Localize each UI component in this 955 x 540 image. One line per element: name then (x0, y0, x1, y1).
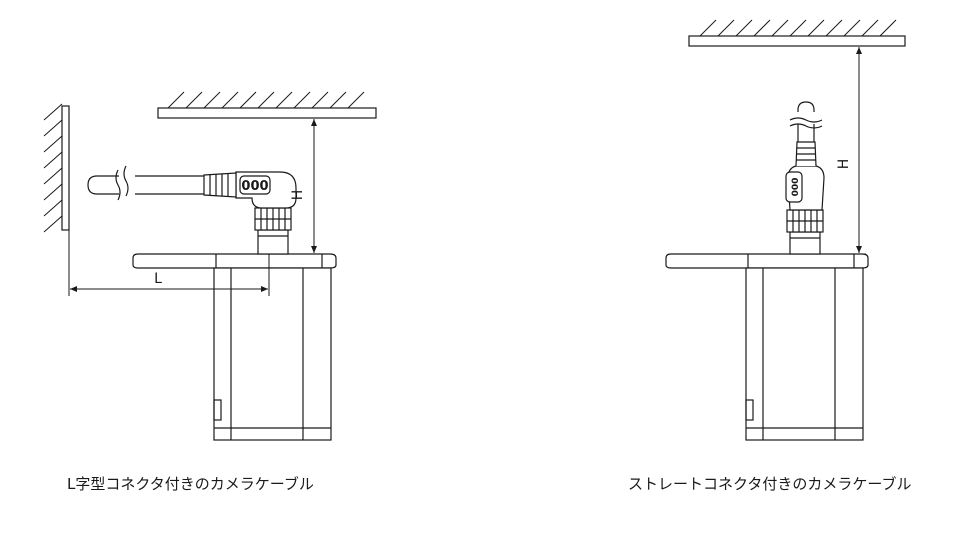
right-camera-body (665, 253, 869, 441)
right-caption: ストレートコネクタ付きのカメラケーブル (628, 475, 912, 493)
left-cable (87, 165, 204, 201)
right-dimension-h-label: H (836, 159, 852, 170)
left-caption: L字型コネクタ付きのカメラケーブル (67, 475, 314, 493)
right-straight-connector: 000 (785, 141, 825, 255)
left-dimension-h-label: H (290, 190, 306, 201)
left-dimension-l (68, 230, 270, 296)
left-wall (43, 103, 70, 233)
left-connector-pins: 000 (241, 179, 268, 194)
right-dimension-h (850, 47, 866, 255)
left-camera-body (132, 253, 337, 441)
left-l-connector: 000 (203, 171, 297, 255)
left-ceiling (157, 91, 377, 119)
right-figure: 000 H (665, 19, 906, 441)
right-connector-pins: 000 (791, 178, 801, 197)
right-ceiling (688, 19, 906, 47)
right-cable (789, 101, 823, 142)
left-dimension-l-label: L (154, 271, 162, 287)
left-figure: 000 H L (43, 91, 377, 441)
left-dimension-h (300, 117, 320, 255)
